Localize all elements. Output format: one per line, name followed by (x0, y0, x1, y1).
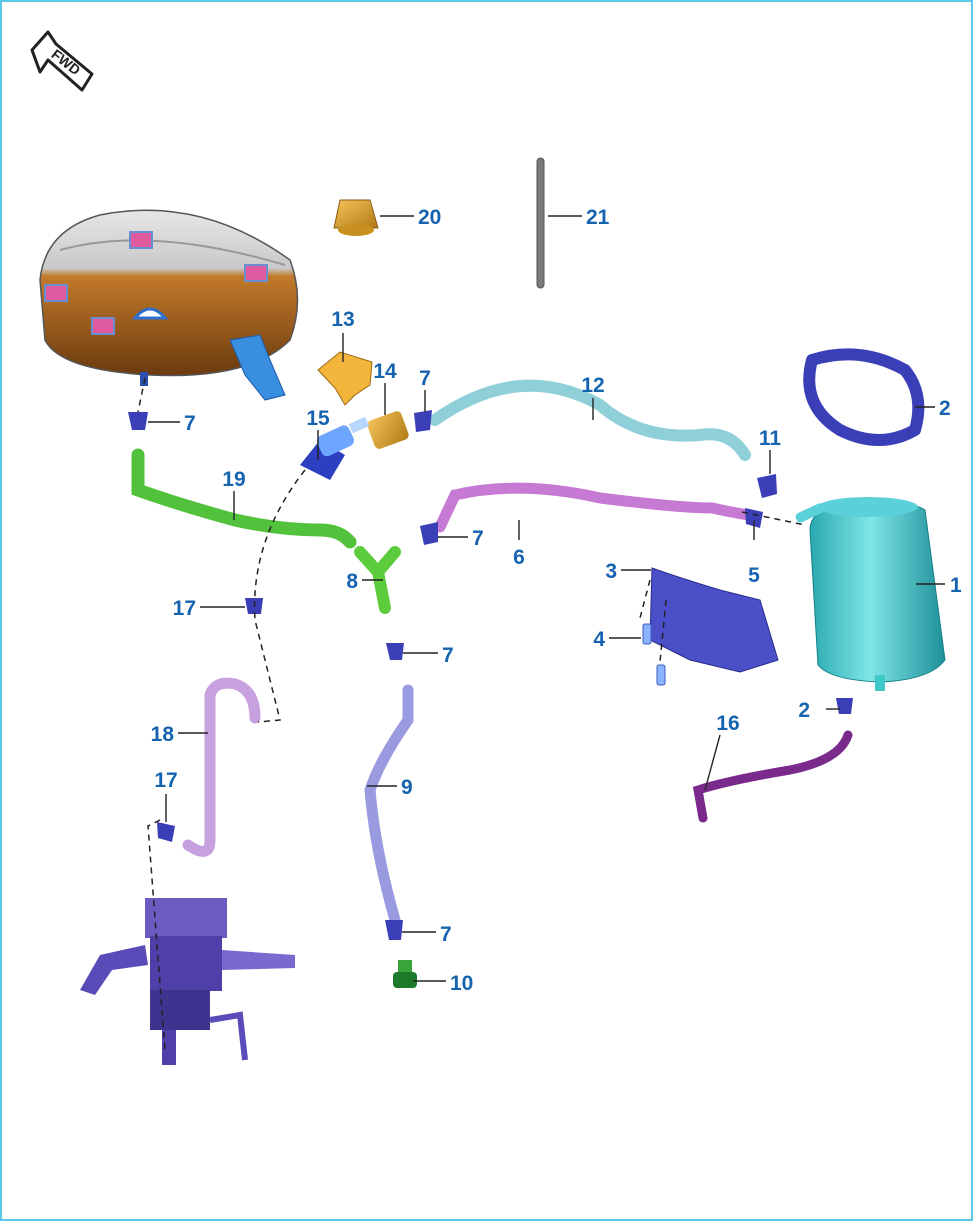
callout-7-lower: 7 (442, 644, 454, 667)
callout-20: 20 (418, 206, 441, 229)
part-1-canister (795, 497, 946, 691)
callout-7-tank: 7 (184, 412, 196, 435)
callout-19: 19 (222, 468, 245, 491)
callout-5: 5 (748, 564, 760, 587)
part-9-hose (364, 684, 414, 926)
part-12-hose (429, 379, 751, 461)
part-14-cylinder (367, 411, 409, 449)
clamp-17-lower (157, 822, 175, 842)
fuel-tank (39, 209, 299, 401)
callout-8: 8 (346, 570, 358, 593)
clamp-7-tank (128, 412, 148, 430)
clamp-7-bottom (385, 920, 403, 940)
callout-14: 14 (373, 360, 397, 383)
leader-lines (148, 215, 945, 982)
callout-17-upper: 17 (173, 597, 196, 620)
callout-6: 6 (513, 546, 525, 569)
clamp-5 (745, 508, 763, 528)
callout-17-lower: 17 (154, 769, 177, 792)
callout-16: 16 (716, 712, 739, 735)
part-20-fitting (333, 199, 379, 236)
part-2-strap (803, 348, 925, 446)
callout-2-upper: 2 (939, 397, 951, 420)
fwd-arrow-icon: FWD (30, 30, 94, 92)
part-3-bracket (649, 567, 779, 673)
callout-4: 4 (593, 628, 605, 651)
callout-2-lower: 2 (798, 699, 810, 722)
part-4-bolt (642, 623, 652, 645)
clamp-7-top (414, 410, 432, 432)
clamps (128, 410, 853, 940)
callout-3: 3 (605, 560, 617, 583)
part-15-valve (300, 416, 370, 480)
part-19-hose (131, 448, 357, 549)
clamp-2-lower (836, 698, 853, 714)
callout-7-mid: 7 (472, 527, 484, 550)
callout-18: 18 (151, 723, 175, 746)
clamp-7-lower (386, 643, 404, 660)
callout-11: 11 (759, 427, 782, 450)
dashed-connections (137, 377, 806, 1051)
part-16-hose (692, 730, 853, 823)
callout-15: 15 (306, 407, 330, 430)
callout-12: 12 (581, 374, 604, 397)
callout-labels: 1 2 2 3 4 5 6 7 7 7 7 7 8 9 10 11 12 13 … (151, 206, 962, 995)
part-6-hose (434, 482, 754, 533)
part-18-hose (182, 677, 261, 857)
part-13-bracket (317, 351, 373, 406)
callout-7-bottom: 7 (440, 923, 452, 946)
part-4-bolt-2 (656, 664, 666, 686)
callout-9: 9 (401, 776, 413, 799)
callout-7-top: 7 (419, 367, 431, 390)
part-21-rod (536, 157, 545, 289)
callout-13: 13 (331, 308, 354, 331)
callout-21: 21 (586, 206, 610, 229)
part-10-fitting (393, 960, 417, 988)
part-8-y-connector (354, 546, 401, 614)
clamp-7-mid (420, 522, 438, 545)
carburetor (80, 898, 295, 1065)
callout-1: 1 (950, 574, 962, 597)
clamp-11 (757, 474, 777, 498)
callout-10: 10 (450, 972, 473, 995)
